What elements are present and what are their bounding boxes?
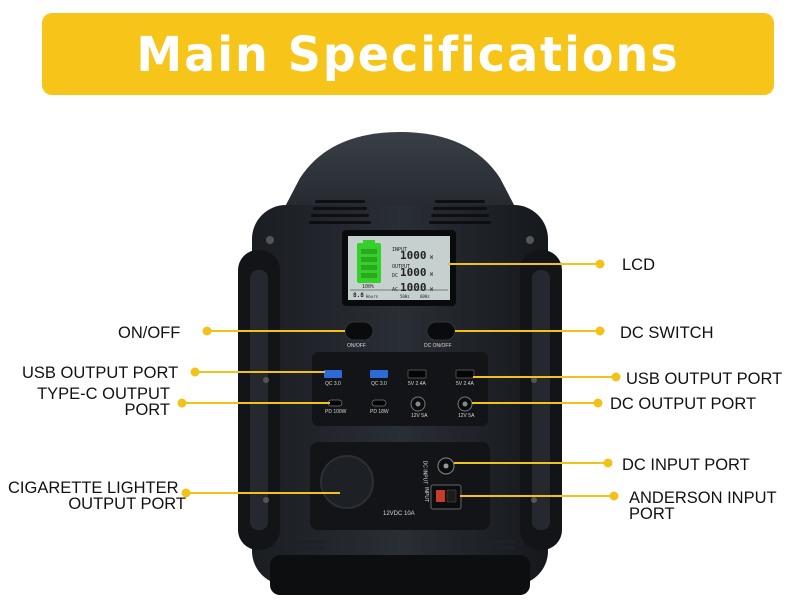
- callout-type-c-line2: PORT: [124, 401, 170, 419]
- dc12v-label-1: 12V 5A: [411, 413, 428, 419]
- left-vent: [309, 200, 371, 224]
- lcd-output-label: OUTPUT: [392, 264, 411, 270]
- callout-anderson-line1: ANDERSON INPUT: [629, 489, 777, 507]
- port-panel: [312, 352, 488, 426]
- right-vent: [429, 200, 491, 224]
- lcd-hours-unit: Hours: [366, 294, 379, 299]
- callout-dc-input: DC INPUT PORT: [622, 456, 750, 474]
- lcd-input-label: INPUT: [392, 247, 408, 253]
- callout-type-c-output: TYPE-C OUTPUT PORT: [34, 385, 170, 419]
- device-base: [270, 555, 530, 595]
- type-c-port-100w: [327, 399, 343, 407]
- cigarette-lighter-port: [320, 455, 374, 509]
- callout-on-off: ON/OFF: [118, 324, 181, 342]
- callout-usb-output-left: USB OUTPUT PORT: [22, 364, 179, 382]
- lcd-ac-unit: W: [430, 287, 434, 293]
- lcd-input-unit: W: [430, 255, 434, 261]
- pd18-label: PD 18W: [370, 409, 389, 415]
- anderson-input-port: [430, 484, 462, 510]
- callout-cigarette-lighter: CIGARETTE LIGHTER OUTPUT PORT: [8, 479, 186, 513]
- qc-label-1: QC 3.0: [325, 381, 341, 387]
- title-banner: Main Specifications: [42, 13, 774, 95]
- callout-type-c-line1: TYPE-C OUTPUT: [37, 385, 170, 403]
- lcd-ac-label: AC: [392, 287, 399, 293]
- lcd-dc-value: 1000: [400, 266, 427, 279]
- cigarette-rating-label: 12VDC 10A: [383, 511, 415, 517]
- callout-cigarette-line1: CIGARETTE LIGHTER: [8, 479, 179, 497]
- lcd-battery-percent: 100%: [362, 284, 375, 290]
- on-off-switch-label: ON/OFF: [347, 343, 366, 349]
- callout-usb-output-right: USB OUTPUT PORT: [626, 370, 783, 388]
- lcd-dc-label: DC: [392, 273, 399, 279]
- usb-port-qc2: [370, 370, 388, 378]
- callout-anderson-input: ANDERSON INPUT PORT: [629, 489, 777, 523]
- dc12v-label-2: 12V 5A: [458, 413, 475, 419]
- qc-label-2: QC 3.0: [371, 381, 387, 387]
- usb-port-qc1: [324, 370, 342, 378]
- usb-port-5v-2: [455, 369, 475, 379]
- dc-input-label: DC INPUT: [421, 460, 428, 485]
- lcd-freq-b: 60Hz: [420, 294, 430, 299]
- callout-dc-output: DC OUTPUT PORT: [610, 395, 757, 413]
- anderson-input-label: INPUT: [423, 487, 429, 502]
- callout-cigarette-line2: OUTPUT PORT: [68, 495, 186, 513]
- lcd-input-value: 1000: [400, 249, 427, 262]
- usb-port-5v-1: [407, 369, 427, 379]
- on-off-switch: [344, 321, 374, 341]
- callout-lcd: LCD: [622, 256, 656, 274]
- dc-switch-button: [426, 321, 456, 341]
- usb5v-label-1: 5V 2.4A: [408, 381, 426, 387]
- page-title: Main Specifications: [136, 25, 680, 83]
- lcd-ac-value: 1000: [400, 281, 427, 294]
- callout-dc-switch: DC SWITCH: [620, 324, 714, 342]
- usb5v-label-2: 5V 2.4A: [456, 381, 474, 387]
- lcd-dc-unit: W: [430, 272, 434, 278]
- lcd-freq-a: 50Hz: [400, 294, 410, 299]
- type-c-port-18w: [371, 399, 387, 407]
- callout-anderson-line2: PORT: [629, 505, 675, 523]
- lcd-hours-value: 8.8: [353, 292, 364, 299]
- pd100-label: PD 100W: [325, 409, 347, 415]
- dc-switch-label: DC ON/OFF: [424, 343, 452, 349]
